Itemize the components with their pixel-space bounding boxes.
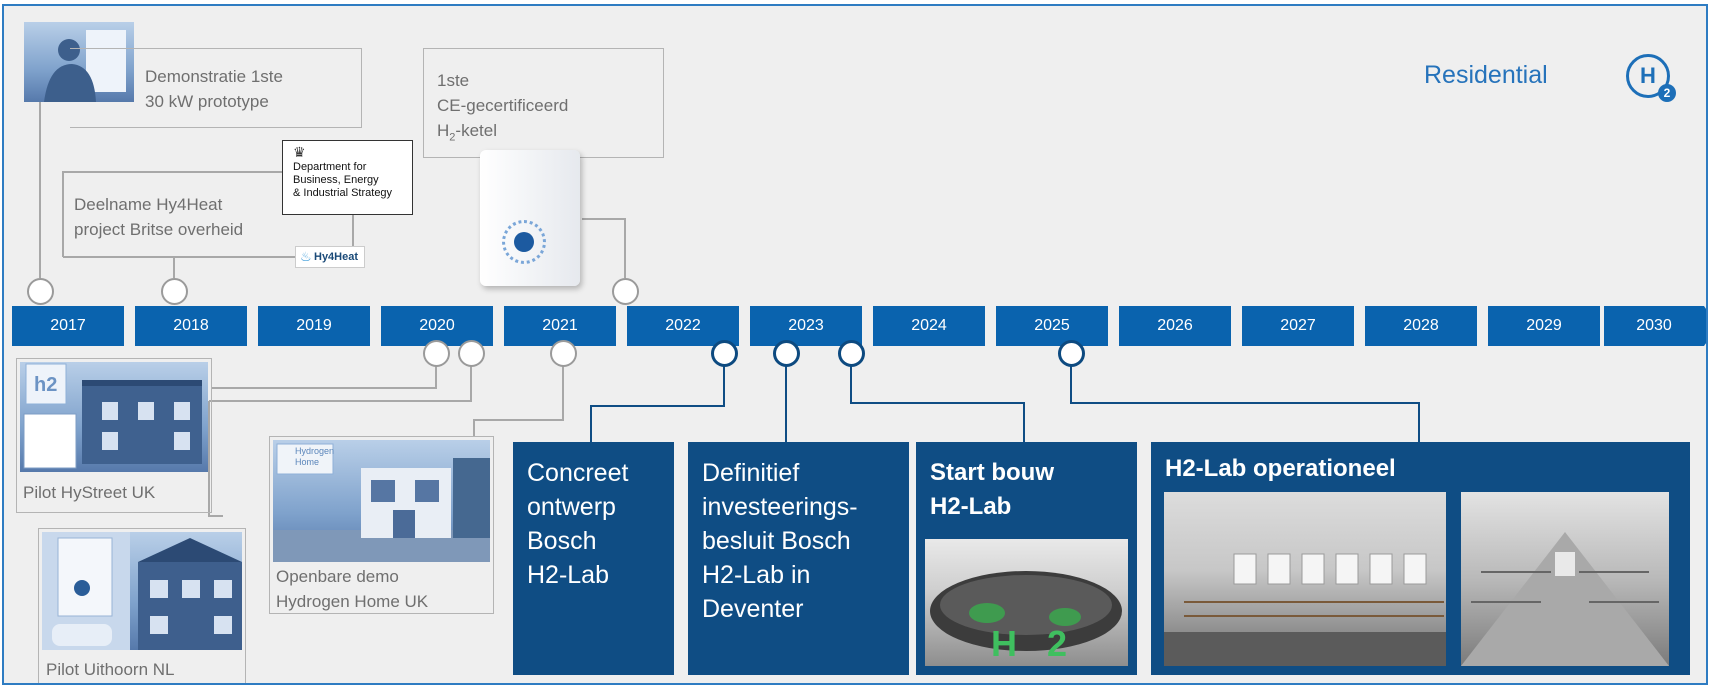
year-2027: 2027 (1242, 306, 1354, 346)
hy4heat-text: Deelname Hy4Heat project Britse overheid (74, 195, 244, 239)
year-2025: 2025 (996, 306, 1108, 346)
node-2025-operational (1058, 340, 1085, 367)
year-2029: 2029 (1488, 306, 1600, 346)
boiler-dial-icon (502, 220, 546, 264)
node-2020-uithoorn (458, 340, 485, 367)
node-2022-concept (711, 340, 738, 367)
prototype-photo (24, 22, 134, 102)
node-2021-hydrogen-home (550, 340, 577, 367)
year-2024: 2024 (873, 306, 985, 346)
year-2017: 2017 (12, 306, 124, 346)
h2-logo-subscript: 2 (1658, 84, 1676, 102)
year-2018: 2018 (135, 306, 247, 346)
hy4heat-flame-icon: ♨ (300, 249, 312, 264)
timeline-frame: Residential H 2 Demonstratie 1ste 30 kW … (2, 4, 1708, 685)
year-2030: 2030 (1604, 306, 1704, 346)
timeline-arrow-icon (1704, 306, 1706, 346)
investment-text: Definitief investeerings- besluit Bosch … (702, 459, 858, 623)
node-2023-construction (838, 340, 865, 367)
investment-box: Definitief investeerings- besluit Bosch … (688, 442, 909, 675)
hystreet-photo: h2 (20, 362, 208, 472)
uithoorn-box (38, 528, 246, 683)
team-photo-h2-letters: H 2 (991, 623, 1078, 664)
construction-text: Start bouw H2-Lab (930, 459, 1054, 520)
lab-photo-2 (1461, 492, 1669, 666)
hydrogen-home-box (269, 436, 494, 614)
h2-logo-icon: H (1626, 54, 1670, 98)
construction-box: Start bouw H2-Lab H 2 (916, 442, 1137, 675)
node-2023-investment (773, 340, 800, 367)
operational-title: H2-Lab operationeel (1165, 455, 1396, 482)
concept-text: Concreet ontwerp Bosch H2-Lab (527, 459, 629, 589)
crest-icon: ♛ (293, 144, 306, 160)
year-2023: 2023 (750, 306, 862, 346)
year-2022: 2022 (627, 306, 739, 346)
hydrogen-home-text: Openbare demo Hydrogen Home UK (276, 567, 429, 611)
hystreet-logo: h2 (34, 374, 58, 396)
ce-boiler-text: 1ste CE-gecertificeerd H2-ketel (437, 71, 569, 144)
beis-logo: ♛ Department for Business, Energy & Indu… (282, 140, 413, 215)
hydrogen-home-logo: Hydrogen Home (295, 446, 335, 467)
residential-label: Residential (1424, 61, 1548, 89)
year-2021: 2021 (504, 306, 616, 346)
hystreet-text: Pilot HyStreet UK (23, 483, 156, 502)
node-2021-ce-boiler (612, 278, 639, 305)
year-2020: 2020 (381, 306, 493, 346)
team-photo: H 2 (925, 539, 1128, 666)
year-2026: 2026 (1119, 306, 1231, 346)
operational-box: H2-Lab operationeel (1151, 442, 1690, 675)
node-2017-prototype (27, 278, 54, 305)
hy4heat-logo: Hy4Heat ♨ (295, 246, 365, 268)
connector-lines (39, 102, 1420, 517)
node-2018-hy4heat (161, 278, 188, 305)
boiler-image (480, 150, 580, 286)
year-2028: 2028 (1365, 306, 1477, 346)
hystreet-box (16, 358, 212, 513)
concept-box: Concreet ontwerp Bosch H2-Lab (513, 442, 674, 675)
year-2019: 2019 (258, 306, 370, 346)
demo-prototype-box (70, 48, 362, 128)
hydrogen-home-photo: Hydrogen Home (273, 440, 490, 562)
uithoorn-photo (42, 532, 242, 650)
lab-photo-1 (1164, 492, 1446, 666)
demo-prototype-text: Demonstratie 1ste 30 kW prototype (145, 67, 283, 111)
node-2020-hystreet (423, 340, 450, 367)
uithoorn-text: Pilot Uithoorn NL (46, 660, 175, 679)
